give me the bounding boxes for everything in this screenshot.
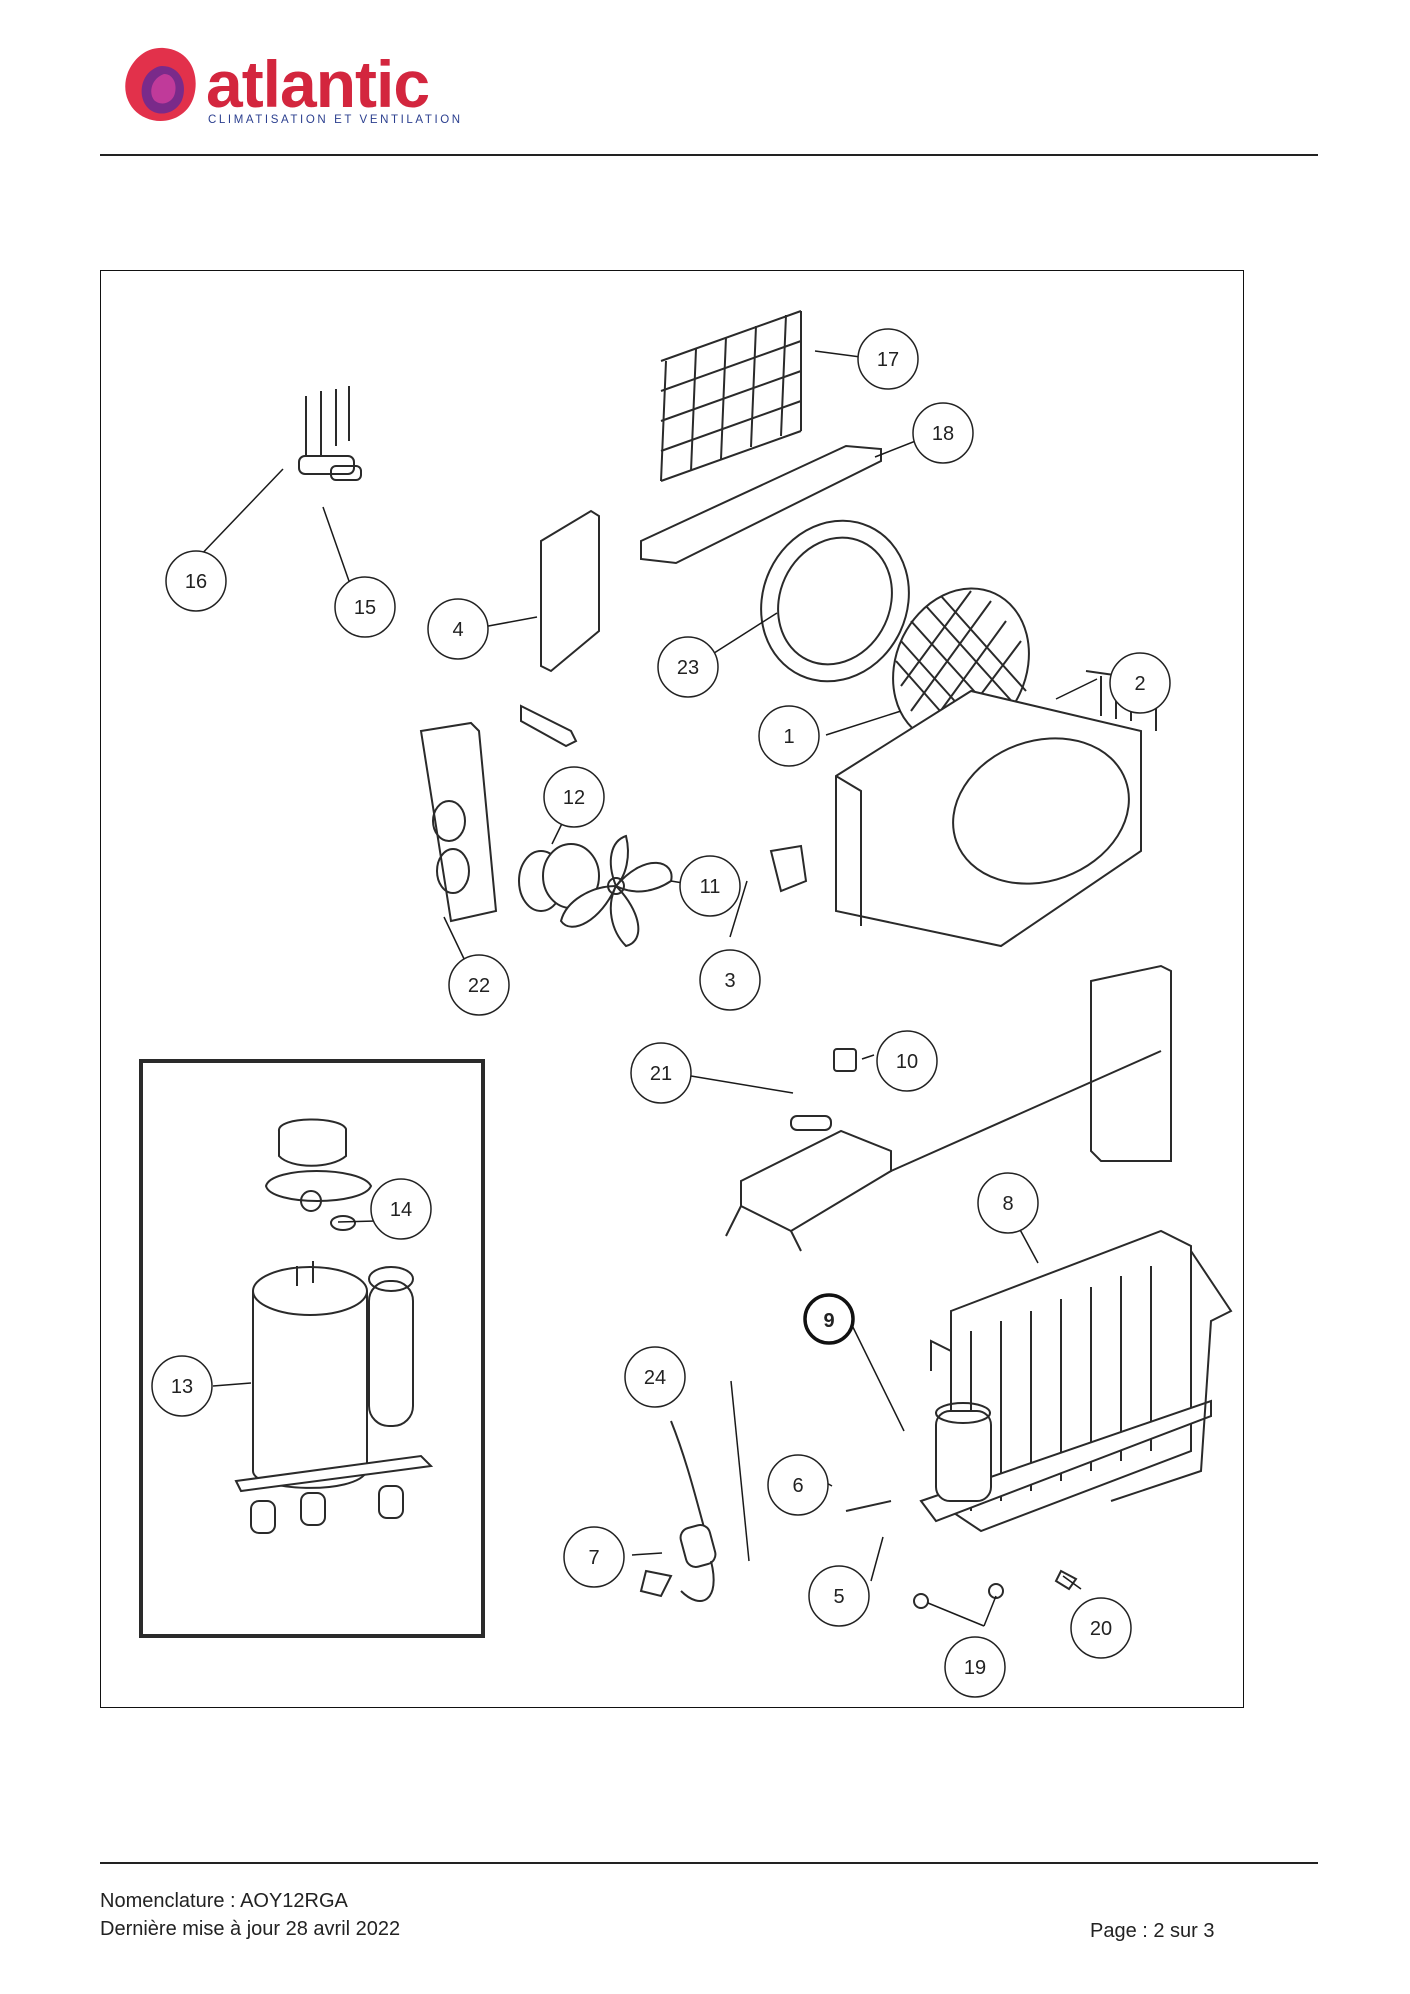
callout-3: 3 — [699, 949, 761, 1011]
callout-17-label: 17 — [877, 349, 899, 371]
main-compressor-drawing — [234, 1118, 434, 1534]
callout-19: 19 — [944, 1636, 1006, 1698]
callout-20-label: 20 — [1090, 1618, 1112, 1640]
sensor-wiring-drawing — [639, 1420, 717, 1602]
callout-14: 14 — [370, 1178, 432, 1240]
atlantic-logo-icon — [125, 47, 196, 122]
compressor-inset-frame — [139, 1059, 485, 1638]
callout-10: 10 — [876, 1030, 938, 1092]
callout-16-label: 16 — [185, 571, 207, 593]
callout-7: 7 — [563, 1526, 625, 1588]
footer-divider — [100, 1862, 1318, 1864]
callout-12: 12 — [543, 766, 605, 828]
callout-15: 15 — [334, 576, 396, 638]
callout-2: 2 — [1109, 652, 1171, 714]
callout-10-label: 10 — [896, 1051, 918, 1073]
callout-13-label: 13 — [171, 1376, 193, 1398]
brand-name: atlantic — [206, 47, 430, 121]
callout-11-label: 11 — [700, 876, 721, 898]
fan-ring-drawing — [760, 519, 910, 683]
brand-tagline: CLIMATISATION ET VENTILATION — [208, 114, 463, 126]
callout-4: 4 — [427, 598, 489, 660]
callout-6: 6 — [767, 1454, 829, 1516]
callout-1-label: 1 — [783, 726, 794, 748]
callout-22-label: 22 — [468, 975, 490, 997]
callout-2-label: 2 — [1134, 673, 1145, 695]
top-panel-drawing — [640, 444, 882, 565]
motor-bracket-drawing — [419, 721, 498, 923]
callout-8-label: 8 — [1002, 1193, 1013, 1215]
electrical-bracket-drawing — [725, 1048, 892, 1252]
brand-logo: atlantic CLIMATISATION ET VENTILATION — [120, 44, 500, 134]
callout-5: 5 — [808, 1565, 870, 1627]
callout-15-label: 15 — [354, 597, 376, 619]
rear-grille-drawing — [660, 310, 802, 482]
footer-nomenclature: Nomenclature : AOY12RGA — [100, 1890, 348, 1912]
callout-24-label: 24 — [644, 1367, 666, 1389]
callout-5-label: 5 — [833, 1586, 844, 1608]
callout-12-label: 12 — [563, 787, 585, 809]
small-compressor-drawing — [930, 1339, 992, 1502]
callout-21-label: 21 — [650, 1063, 672, 1085]
callout-18-label: 18 — [932, 423, 954, 445]
callout-1: 1 — [758, 705, 820, 767]
callout-bubbles: 17 18 16 15 4 23 2 1 12 11 22 3 21 10 14… — [151, 328, 1171, 1698]
leader-lines — [194, 350, 1098, 1627]
callout-17: 17 — [857, 328, 919, 390]
side-bracket-drawing — [540, 509, 600, 673]
callout-16: 16 — [165, 550, 227, 612]
footer-page-number: Page : 2 sur 3 — [1090, 1920, 1215, 1942]
fan-motor-drawing — [518, 843, 600, 912]
callout-21: 21 — [630, 1042, 692, 1104]
callout-9-label: 9 — [823, 1310, 834, 1332]
callout-11: 11 — [679, 855, 741, 917]
callout-18: 18 — [912, 402, 974, 464]
callout-23-label: 23 — [677, 657, 699, 679]
header-divider — [100, 154, 1318, 156]
parts-drawing: 17 18 16 15 4 23 2 1 12 11 22 3 21 10 14… — [139, 310, 1233, 1698]
footer-updated-date: Dernière mise à jour 28 avril 2022 — [100, 1918, 401, 1940]
callout-24: 24 — [624, 1346, 686, 1408]
propeller-drawing — [559, 834, 673, 948]
outer-casing-drawing — [835, 670, 1157, 948]
callout-13: 13 — [151, 1355, 213, 1417]
callout-8: 8 — [977, 1172, 1039, 1234]
callout-3-label: 3 — [724, 970, 735, 992]
callout-7-label: 7 — [588, 1547, 599, 1569]
exploded-parts-diagram: 17 18 16 15 4 23 2 1 12 11 22 3 21 10 14… — [100, 270, 1244, 1708]
callout-23: 23 — [657, 636, 719, 698]
callout-19-label: 19 — [964, 1657, 986, 1679]
callout-4-label: 4 — [452, 619, 463, 641]
callout-14-label: 14 — [390, 1199, 412, 1221]
condenser-coil-drawing — [919, 1229, 1212, 1533]
callout-6-label: 6 — [792, 1475, 803, 1497]
service-valves-drawing — [298, 386, 362, 481]
callout-9: 9 — [803, 1293, 855, 1345]
callout-22: 22 — [448, 954, 510, 1016]
clamp-drawing — [769, 844, 808, 893]
callout-20: 20 — [1070, 1597, 1132, 1659]
